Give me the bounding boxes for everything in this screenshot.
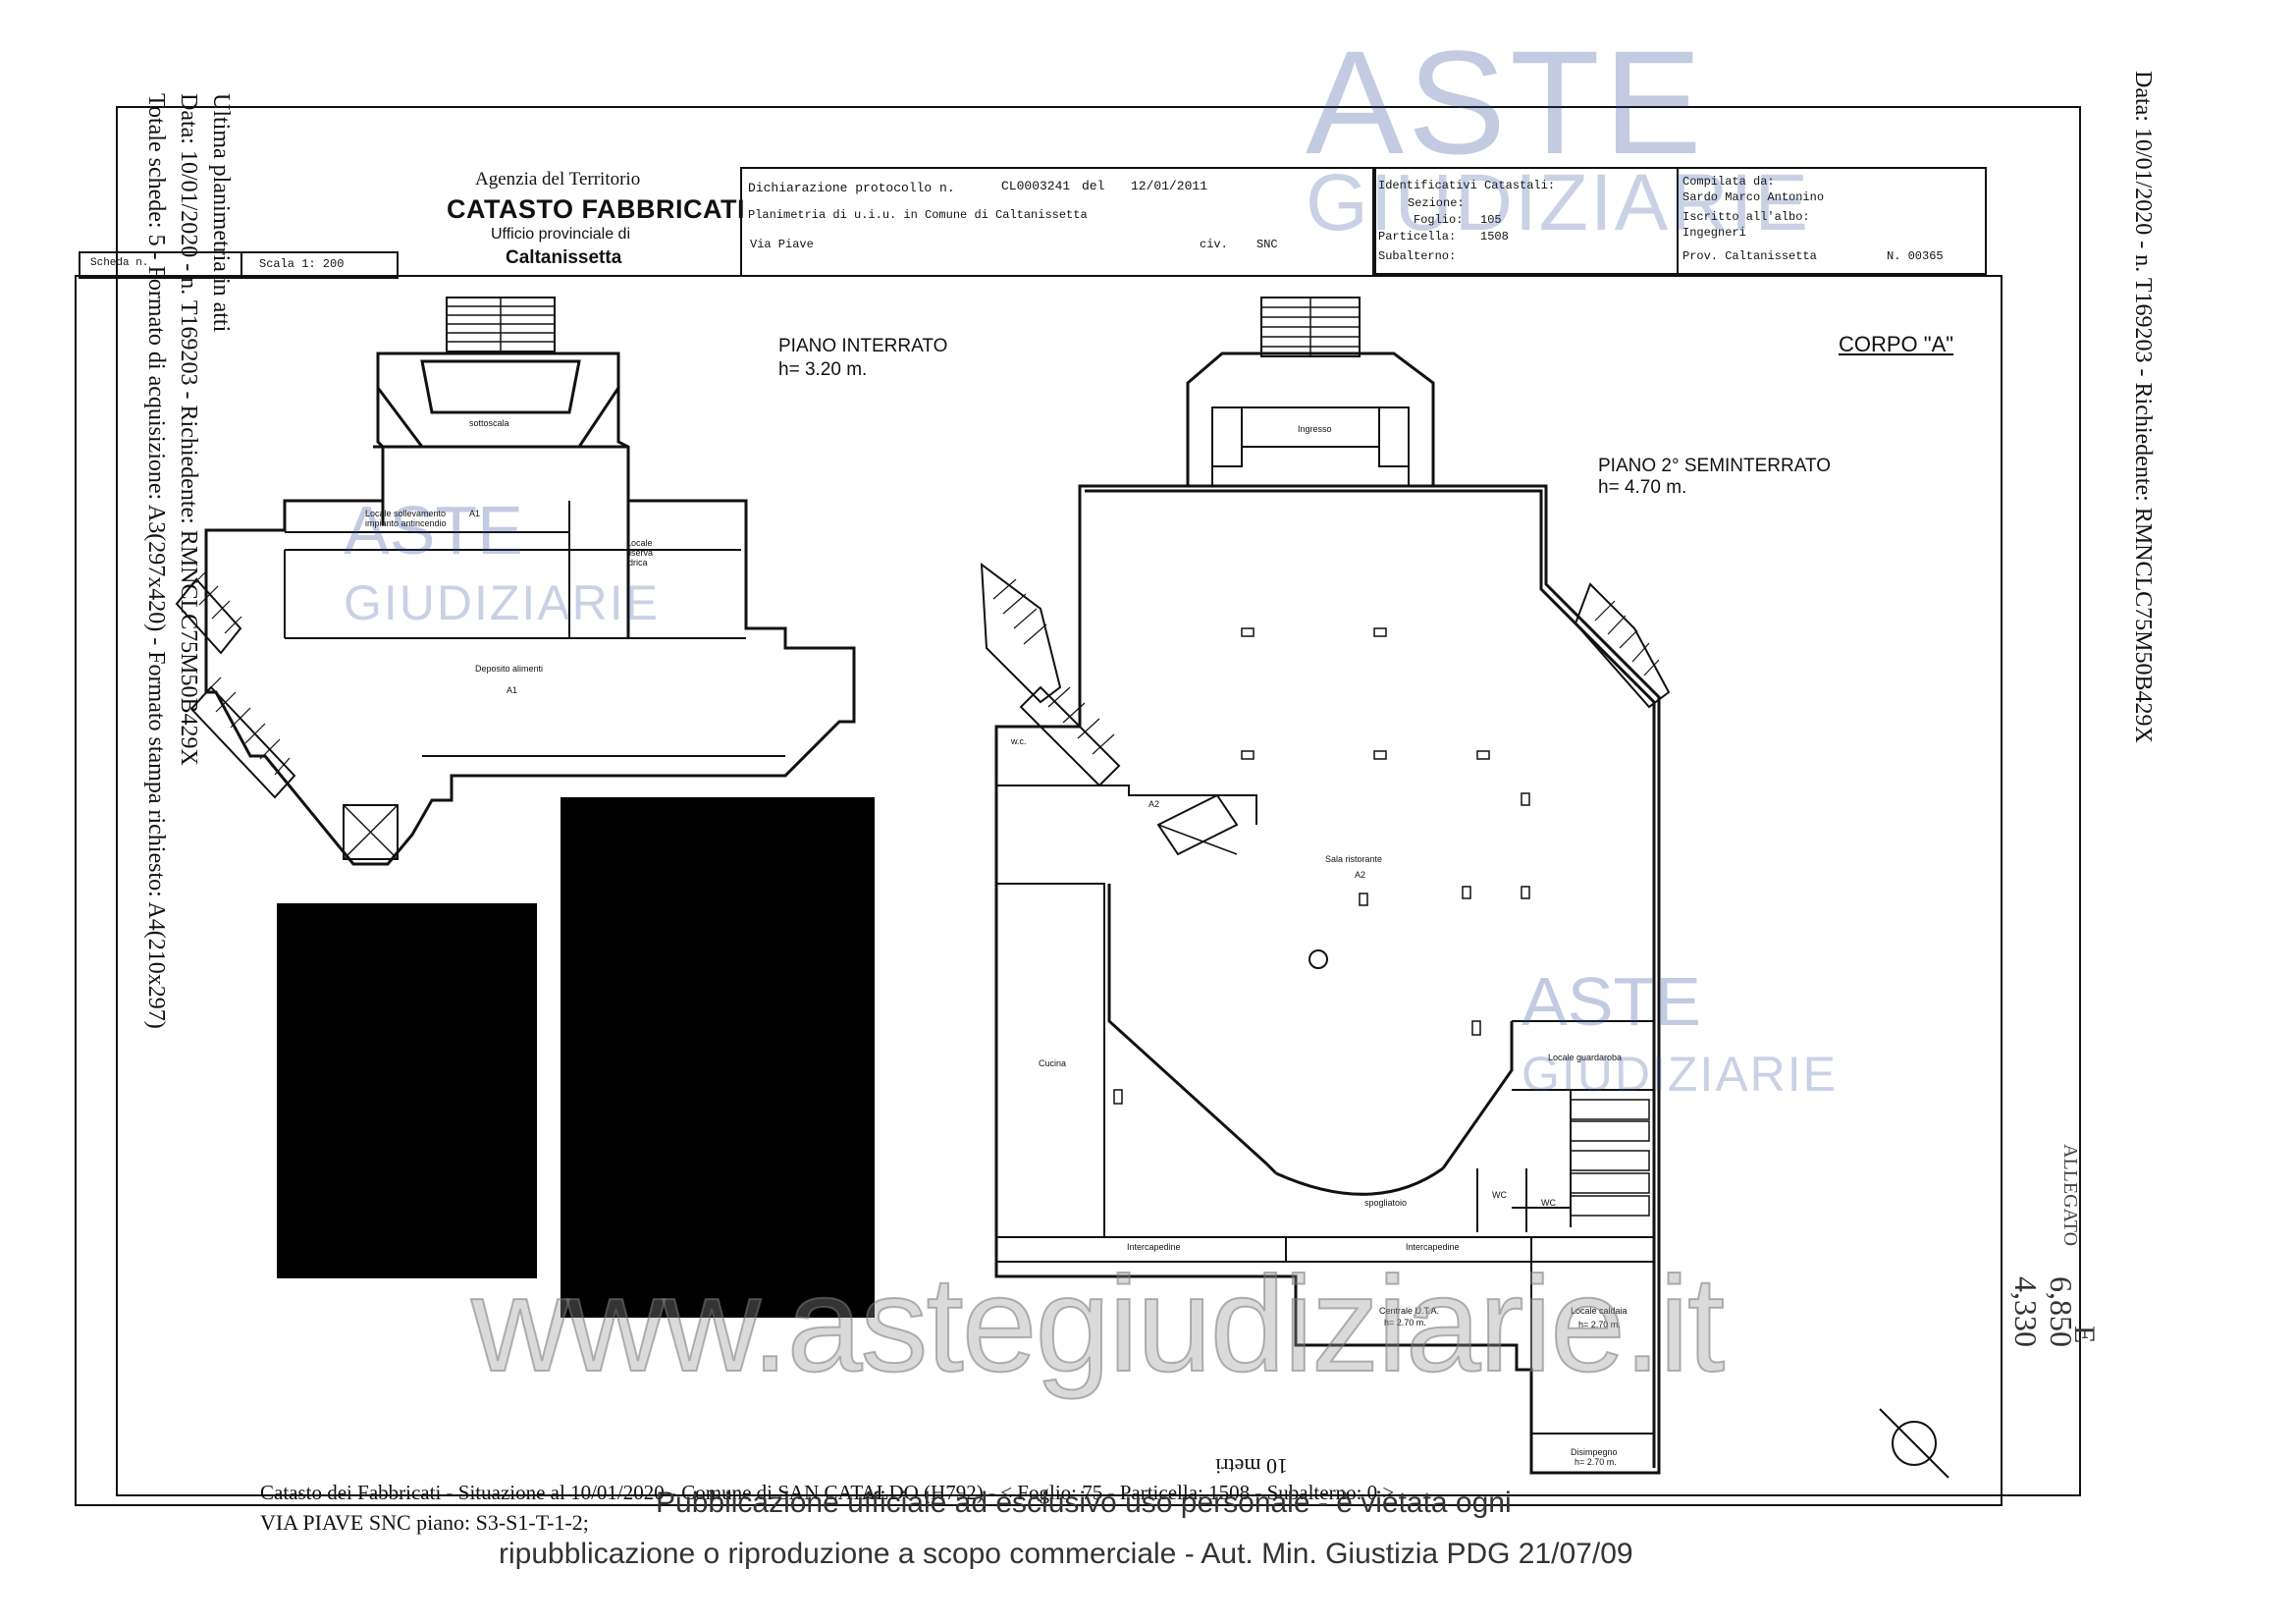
compiled-label: Compilata da: <box>1682 175 1775 189</box>
scala-divider <box>240 251 242 277</box>
prov-number: N. 00365 <box>1887 249 1944 263</box>
room-disimpegno: Disimpegno <box>1571 1447 1618 1457</box>
scala-label: Scala 1: 200 <box>259 257 345 271</box>
footer-via-line: VIA PIAVE SNC piano: S3-S1-T-1-2; <box>260 1510 589 1535</box>
room-disimpegno-height: h= 2.70 m. <box>1575 1457 1617 1467</box>
footer-catasto-line: Catasto dei Fabbricati - Situazione al 1… <box>260 1481 1395 1504</box>
ident-title: Identificativi Catastali: <box>1378 179 1556 192</box>
protocol-del: del <box>1082 179 1105 193</box>
subalterno-label: Subalterno: <box>1378 249 1457 263</box>
sezione-label: Sezione: <box>1408 196 1465 210</box>
redaction-box-center <box>561 797 875 1318</box>
room-idrica: idrica <box>626 558 648 568</box>
room-ingresso: Ingresso <box>1298 424 1332 434</box>
room-wc-2: WC <box>1541 1198 1556 1208</box>
particella-label: Particella: <box>1378 230 1457 244</box>
piano-seminterrato-height: h= 4.70 m. <box>1598 477 1687 498</box>
piano-seminterrato-title: PIANO 2° SEMINTERRATO <box>1598 456 1832 476</box>
redaction-box-left <box>277 903 537 1278</box>
watermark-logo-left-sub: GIUDIZIARIE <box>344 575 661 630</box>
room-cucina: Cucina <box>1039 1058 1067 1068</box>
scheda-box <box>79 251 399 279</box>
scheda-label: Scheda n. <box>90 257 149 269</box>
room-riserva: riserva <box>626 548 654 558</box>
civ-label: civ. <box>1200 238 1228 251</box>
ident-box <box>1372 167 1987 275</box>
watermark-logo-right-sub: GIUDIZIARIE <box>1522 1047 1839 1102</box>
annotation-value-1: 6,850 <box>2044 1276 2079 1347</box>
piano-interrato-height: h= 3.20 m. <box>778 359 868 380</box>
annotation-allegato: ALLEGATO <box>2059 1144 2081 1247</box>
ident-divider <box>1677 167 1679 273</box>
room-sala-ristorante: Sala ristorante <box>1325 854 1383 864</box>
protocol-date: 12/01/2011 <box>1131 179 1208 193</box>
room-locale-riserva: Locale <box>626 538 653 548</box>
foglio-label: Foglio: <box>1414 213 1464 227</box>
room-guardaroba: Locale guardaroba <box>1548 1053 1623 1062</box>
room-locale-caldaia-height: h= 2.70 m. <box>1578 1320 1621 1329</box>
plan-interrato <box>175 297 856 866</box>
marker-a1: A1 <box>469 509 481 518</box>
room-intercapedine-1: Intercapedine <box>1127 1242 1181 1252</box>
marker-a1-deposito: A1 <box>507 685 518 695</box>
room-locale-sollevamento: Locale sollevamento <box>365 509 447 518</box>
room-centrale-uta-height: h= 2.70 m. <box>1384 1318 1426 1327</box>
publication-notice-line1: Pubblicazione ufficiale ad esclusivo uso… <box>656 1487 1512 1519</box>
outer-frame <box>116 106 2081 1496</box>
protocol-box <box>740 167 1376 277</box>
room-spogliatoio: spogliatoio <box>1364 1198 1408 1208</box>
protocol-number: CL0003241 <box>1001 179 1071 193</box>
albo-label: Iscritto all'albo: <box>1682 210 1810 224</box>
albo-value: Ingegneri <box>1682 226 1746 240</box>
planimetry-text: Planimetria di u.i.u. in Comune di Calta… <box>748 208 1088 222</box>
protocol-label: Dichiarazione protocollo n. <box>748 181 955 195</box>
particella-value: 1508 <box>1480 230 1509 244</box>
room-centrale-uta: Centrale U.T.A. <box>1379 1306 1440 1316</box>
publication-notice-line2: ripubblicazione o riproduzione a scopo c… <box>499 1538 1633 1570</box>
marker-a2: A2 <box>1148 799 1160 809</box>
foglio-value: 105 <box>1480 213 1502 227</box>
room-wc-1: WC <box>1492 1190 1507 1200</box>
watermark-logo-top: ASTE <box>1306 20 1706 185</box>
office-label: Ufficio provinciale di <box>491 226 630 243</box>
room-impianto: impianto antincendio <box>365 518 447 528</box>
watermark-url: www.astegiudiziarie.it <box>470 1248 1726 1401</box>
street-text: Via Piave <box>750 238 814 251</box>
plan-seminterrato <box>980 297 1949 1479</box>
agency-name: Agenzia del Territorio <box>475 169 641 189</box>
watermark-logo-top-sub: GIUDIZIARIE <box>1306 158 1811 247</box>
room-locale-caldaia: Locale caldaia <box>1571 1306 1628 1316</box>
catasto-title: CATASTO FABBRICATI <box>447 194 745 224</box>
scale-bar-label: 10 metri <box>1215 1454 1288 1479</box>
corpo-label: CORPO "A" <box>1839 332 1954 356</box>
office-city: Caltanissetta <box>506 247 622 268</box>
prov-label: Prov. Caltanissetta <box>1682 249 1817 263</box>
civ-value: SNC <box>1256 238 1278 251</box>
marker-a2-sala: A2 <box>1355 870 1366 880</box>
watermark-logo-right: ASTE <box>1522 963 1701 1040</box>
room-intercapedine-2: Intercapedine <box>1406 1242 1460 1252</box>
room-wc: w.c. <box>1011 736 1027 746</box>
piano-interrato-title: PIANO INTERRATO <box>778 336 948 356</box>
annotation-value-2: 4,330 <box>2008 1276 2044 1347</box>
room-deposito: Deposito alimenti <box>475 664 544 674</box>
room-sottoscala: sottoscala <box>469 418 509 428</box>
compiler-name: Sardo Marco Antonino <box>1682 190 1825 204</box>
watermark-logo-left: ASTE <box>344 492 523 568</box>
